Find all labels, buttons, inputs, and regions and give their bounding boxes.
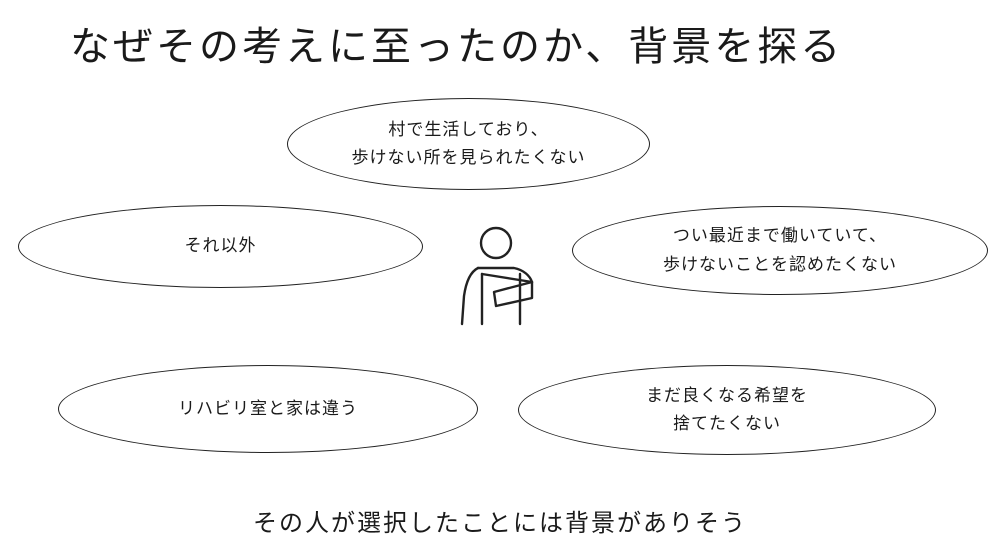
reason-bubble-hope: まだ良くなる希望を 捨てたくない: [518, 365, 936, 455]
reason-text: 村で生活しており、 歩けない所を見られたくない: [351, 119, 586, 168]
reason-bubble-village-life: 村で生活しており、 歩けない所を見られたくない: [287, 98, 650, 190]
reason-bubble-other: それ以外: [18, 205, 423, 288]
reason-text: つい最近まで働いていて、 歩けないことを認めたくない: [663, 226, 897, 275]
page-title: なぜその考えに至ったのか、背景を探る: [70, 24, 844, 70]
reason-text: まだ良くなる希望を 捨てたくない: [646, 385, 808, 434]
person-with-arm-sling-icon: [460, 226, 534, 326]
reason-text: リハビリ室と家は違う: [178, 398, 358, 419]
reason-bubble-recent-work: つい最近まで働いていて、 歩けないことを認めたくない: [572, 206, 988, 295]
footer-caption: その人が選択したことには背景がありそう: [253, 509, 747, 537]
reason-bubble-rehab-vs-home: リハビリ室と家は違う: [58, 365, 478, 453]
reason-text: それ以外: [184, 236, 257, 257]
